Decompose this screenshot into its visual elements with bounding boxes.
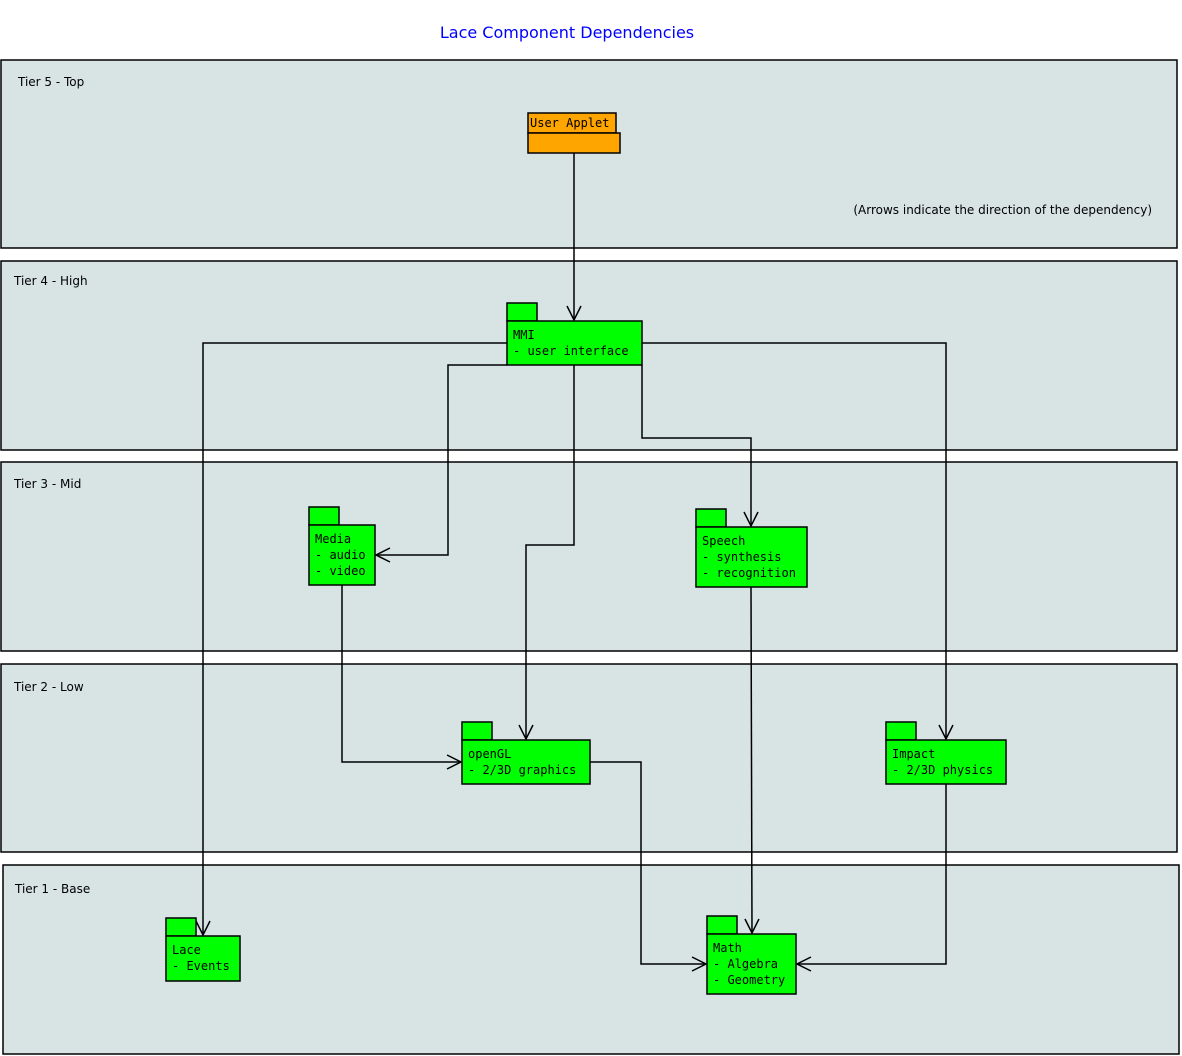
package-body xyxy=(461,739,591,785)
edge-media-opengl xyxy=(341,585,463,770)
package-user-applet[interactable]: User Applet xyxy=(527,112,621,154)
package-tab xyxy=(461,721,493,741)
package-feature: - synthesis xyxy=(702,550,781,564)
package-body xyxy=(506,320,643,366)
dependency-edges xyxy=(195,153,954,972)
tier-4-label: Tier 4 - High xyxy=(13,274,88,288)
tier-3: Tier 3 - Mid xyxy=(0,461,1178,652)
edge-mmi-media xyxy=(374,364,507,563)
package-body xyxy=(165,935,241,982)
edge-speech-math xyxy=(744,586,760,935)
package-lace[interactable]: Lace - Events xyxy=(165,917,241,982)
package-feature: - Events xyxy=(172,959,230,973)
package-name: openGL xyxy=(468,747,511,761)
package-tab xyxy=(695,508,727,528)
edge-mmi-opengl xyxy=(518,365,575,741)
edge-opengl-math xyxy=(590,761,708,972)
edge-mmi-impact xyxy=(642,342,954,741)
package-mmi[interactable]: MMI - user interface xyxy=(506,302,643,366)
tier-5-band xyxy=(0,59,1178,249)
package-body xyxy=(308,524,376,586)
package-name: MMI xyxy=(513,328,535,342)
package-media[interactable]: Media - audio - video xyxy=(308,506,376,586)
package-feature: - Algebra xyxy=(713,957,778,971)
package-feature: - video xyxy=(315,564,366,578)
package-feature: - Geometry xyxy=(713,973,785,987)
diagram-title: Lace Component Dependencies xyxy=(440,23,694,42)
package-body xyxy=(885,739,1007,785)
package-feature: - audio xyxy=(315,548,366,562)
package-body xyxy=(695,526,808,588)
package-name: Speech xyxy=(702,534,745,548)
package-name: Impact xyxy=(892,747,935,761)
package-tab xyxy=(885,721,917,741)
tier-5-label: Tier 5 - Top xyxy=(17,75,84,89)
tier-2-label: Tier 2 - Low xyxy=(13,680,84,694)
package-name: Lace xyxy=(172,943,201,957)
package-tab xyxy=(706,915,738,935)
edge-impact-math xyxy=(795,784,947,972)
package-name: Math xyxy=(713,941,742,955)
package-impact[interactable]: Impact - 2/3D physics xyxy=(885,721,1007,785)
legend-note: (Arrows indicate the direction of the de… xyxy=(853,203,1152,217)
edge-mmi-speech xyxy=(641,365,759,528)
package-feature: - 2/3D graphics xyxy=(468,763,576,777)
package-feature: - recognition xyxy=(702,566,796,580)
tier-5: Tier 5 - Top xyxy=(0,59,1178,249)
package-body xyxy=(706,933,797,995)
edge-mmi-lace xyxy=(195,342,507,937)
tier-1-label: Tier 1 - Base xyxy=(14,882,90,896)
package-feature: - 2/3D physics xyxy=(892,763,993,777)
package-math[interactable]: Math - Algebra - Geometry xyxy=(706,915,797,995)
package-tab xyxy=(308,506,340,526)
package-tab xyxy=(165,917,197,937)
package-speech[interactable]: Speech - synthesis - recognition xyxy=(695,508,808,588)
package-name: User Applet xyxy=(530,116,609,130)
package-body xyxy=(527,132,621,154)
package-tab xyxy=(506,302,538,322)
tier-3-label: Tier 3 - Mid xyxy=(13,477,81,491)
package-opengl[interactable]: openGL - 2/3D graphics xyxy=(461,721,591,785)
package-name: Media xyxy=(315,532,351,546)
package-feature: - user interface xyxy=(513,344,629,358)
tier-3-band xyxy=(0,461,1178,652)
